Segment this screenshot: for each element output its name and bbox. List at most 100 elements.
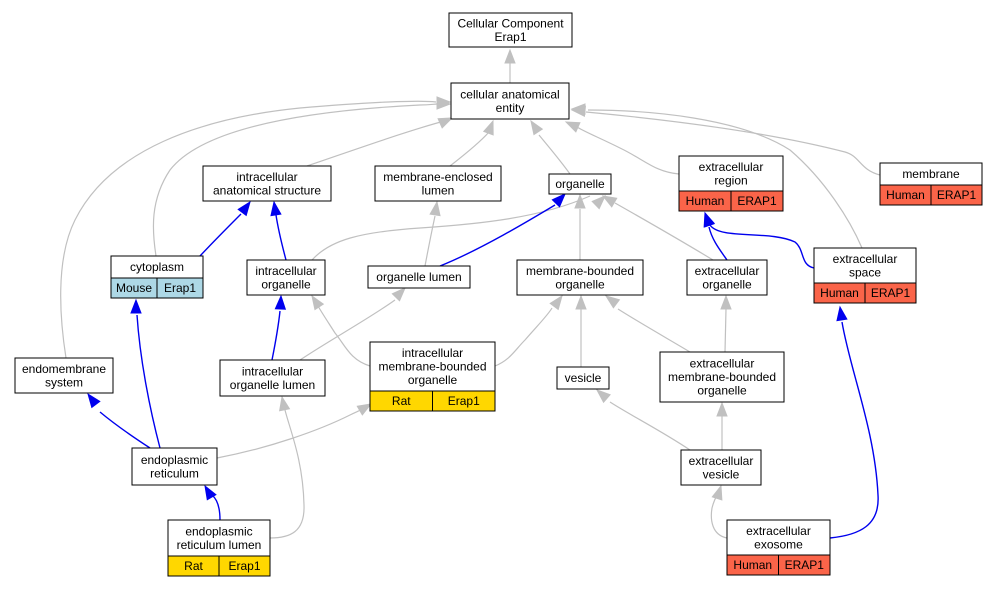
edge-line [724, 308, 727, 353]
edge-mel-cae [449, 119, 494, 167]
edge-line [211, 494, 221, 521]
edge-line [494, 307, 553, 367]
node-label: extracellular [690, 357, 755, 371]
edge-embo-mbo [604, 295, 691, 353]
node-box [219, 359, 326, 397]
node-box [516, 259, 644, 296]
gene-label: ERAP1 [785, 558, 825, 572]
arrow-head [130, 298, 142, 314]
arrow-head [575, 294, 587, 310]
node-box [131, 447, 218, 486]
node-label: organelle [408, 373, 458, 387]
node-box [659, 351, 785, 403]
edge-line [576, 126, 680, 175]
node-box [813, 247, 917, 284]
edge-line [424, 215, 436, 267]
edge-line [829, 321, 879, 539]
edge-io-ias [270, 200, 287, 261]
species-label: Human [733, 558, 772, 572]
node-label: membrane-bounded [668, 370, 776, 384]
node-label: lumen [422, 183, 455, 197]
edge-mbo-organelle [574, 193, 586, 260]
arrow-head [551, 193, 566, 208]
node-organelle[interactable]: organelle [548, 173, 612, 195]
node-label: membrane [902, 167, 960, 181]
species-label: Human [820, 286, 859, 300]
arrow-head [356, 403, 373, 416]
edge-line [617, 308, 691, 353]
edge-line [439, 204, 556, 267]
node-label: cellular anatomical [460, 87, 559, 101]
node-label: intracellular [236, 170, 297, 184]
node-box [548, 173, 612, 195]
arrow-head [87, 392, 101, 409]
edge-iol-ol [299, 287, 406, 361]
edge-ecr-cae [564, 121, 680, 175]
node-label: intracellular [255, 264, 316, 278]
node-label: vesicle [703, 467, 740, 481]
gene-cell [432, 390, 496, 412]
edge-line [269, 409, 305, 539]
edge-line [275, 214, 287, 261]
gene-cell [778, 554, 831, 576]
node-box [448, 12, 573, 48]
node-label: extracellular [699, 160, 764, 174]
node-box [202, 165, 332, 202]
arrow-head [270, 200, 282, 217]
gene-label: Erap1 [164, 281, 196, 295]
arrow-head [570, 103, 586, 115]
edge-ecv-embo [716, 401, 728, 450]
arrow-head [482, 119, 494, 136]
node-label: intracellular [242, 364, 303, 378]
arrow-head [391, 287, 406, 302]
node-label: extracellular [746, 524, 811, 538]
edge-line [306, 119, 449, 167]
arrow-head [429, 200, 441, 217]
arrow-head [604, 295, 621, 309]
arrow-head [549, 294, 563, 311]
arrow-head [279, 395, 291, 412]
node-imbo[interactable]: intracellularmembrane-boundedorganelleRa… [369, 341, 496, 412]
node-box [686, 259, 768, 296]
edge-line [99, 411, 151, 449]
node-label: region [714, 173, 747, 187]
edge-imbo-mbo [494, 294, 563, 367]
node-ol[interactable]: organelle lumen [367, 265, 471, 289]
edge-line [311, 195, 591, 261]
edge-line [271, 310, 281, 361]
edge-er-ems [87, 392, 151, 449]
gene-cell [218, 555, 271, 577]
node-label: membrane-enclosed [383, 170, 492, 184]
node-label: extracellular [689, 454, 754, 468]
arrow-head [274, 294, 287, 310]
node-box [556, 366, 610, 390]
edge-erl-er [204, 484, 221, 521]
node-vesicle[interactable]: vesicle [556, 366, 610, 390]
node-box [374, 165, 502, 202]
species-label: Mouse [116, 281, 152, 295]
node-label: organelle [261, 277, 311, 291]
arrow-head [436, 98, 452, 110]
edge-erl-iol [269, 395, 305, 539]
gene-label: ERAP1 [937, 188, 977, 202]
node-label: cytoplasm [130, 260, 184, 274]
